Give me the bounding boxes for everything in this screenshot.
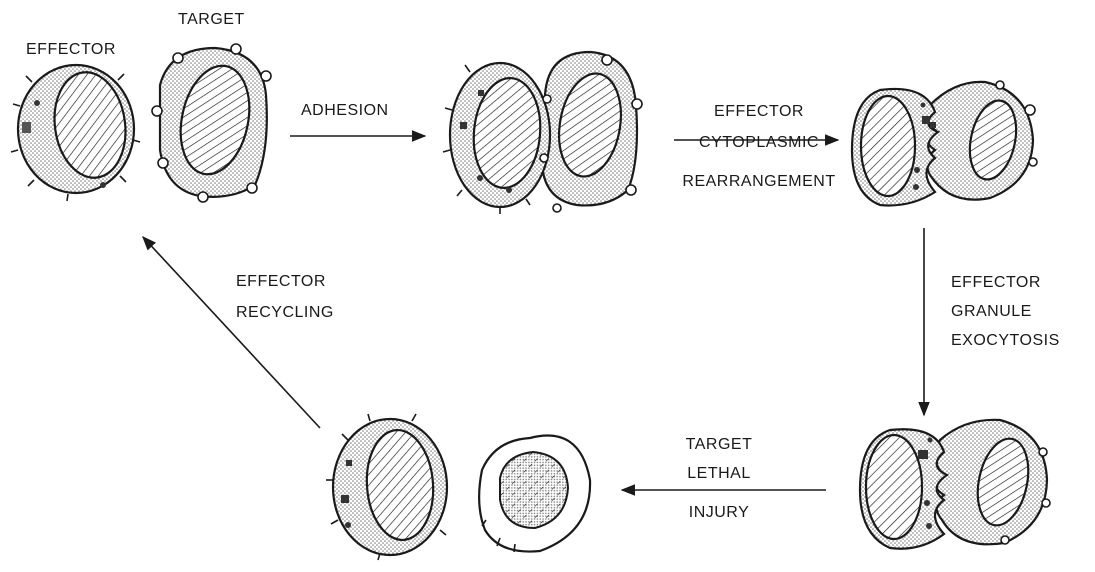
exocytosis-conjugate (860, 420, 1050, 549)
exocytosis-label: EFFECTOR GRANULE EXOCYTOSIS (951, 268, 1060, 355)
intact-target-cell (152, 44, 271, 202)
lysed-target-cell (479, 436, 590, 552)
free-effector-cell (11, 65, 140, 201)
lethal-injury-label: TARGET LETHAL INJURY (664, 430, 774, 527)
effector-label: EFFECTOR (26, 38, 116, 62)
recycled-effector-cell (326, 414, 447, 560)
rearrangement-label: EFFECTOR CYTOPLASMIC REARRANGEMENT (664, 96, 854, 197)
rearranged-conjugate (852, 81, 1037, 205)
target-label: TARGET (178, 8, 245, 32)
recycling-label: EFFECTOR RECYCLING (236, 266, 334, 328)
adhesion-label: ADHESION (301, 99, 389, 123)
adhesion-conjugate (443, 52, 642, 214)
